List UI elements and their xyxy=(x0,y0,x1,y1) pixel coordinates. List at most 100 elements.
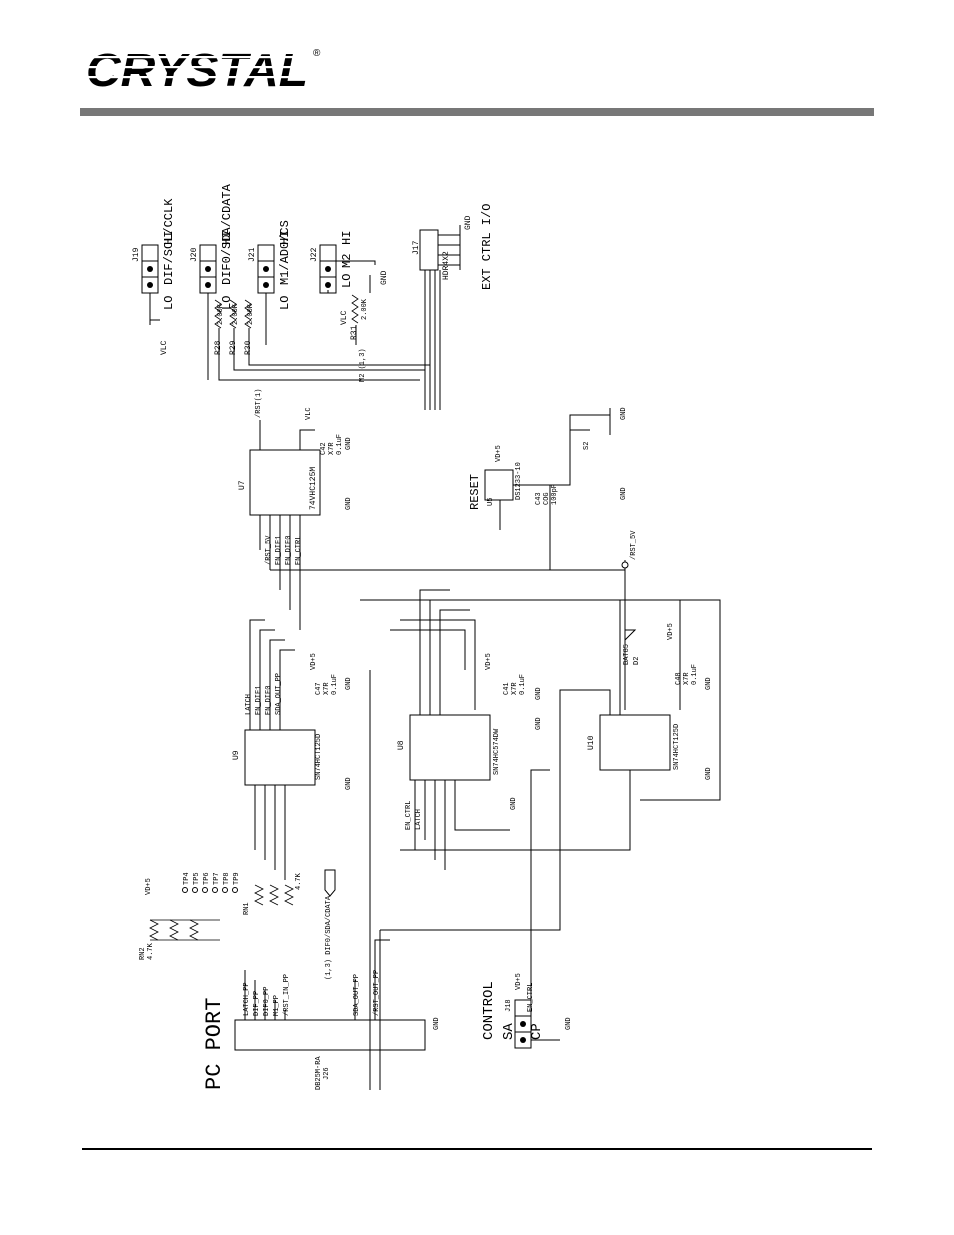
svg-text:LO: LO xyxy=(340,274,354,288)
svg-text:/RST_5V: /RST_5V xyxy=(630,530,638,560)
svg-text:DIF_PP: DIF_PP xyxy=(253,991,261,1016)
svg-text:J20: J20 xyxy=(190,247,199,262)
resistor-networks: RN1 4.7K RN2 4.7K VD+5 TP4 TP5 TP6 TP7 T… xyxy=(139,869,336,980)
header-rule xyxy=(80,108,874,116)
svg-text:PC PORT: PC PORT xyxy=(202,998,227,1090)
connector-j18: CONTROL SA CP J18 VD+5 EN_CTRL GND xyxy=(481,769,573,1049)
chip-u10: U10 SN74HCT125D VD+5 C48 X7R 0.1uF GND G… xyxy=(380,599,721,931)
svg-text:GND: GND xyxy=(345,497,353,510)
svg-text:74VHC125M: 74VHC125M xyxy=(309,467,318,510)
connector-j17: J17 HDR4X2 EXT CTRL I/O GND xyxy=(412,204,494,410)
svg-text:DIF0/SDA/CDATA: DIF0/SDA/CDATA xyxy=(220,183,234,285)
svg-text:/RST_5V: /RST_5V xyxy=(265,535,273,565)
svg-text:LO: LO xyxy=(278,296,292,310)
svg-text:DIF0_PP: DIF0_PP xyxy=(263,987,271,1016)
svg-text:GND: GND xyxy=(345,777,353,790)
chip-u9: U9 SN74HCT125D LATCH EN_DIF1 EN_DIF0 SDA… xyxy=(232,619,353,880)
svg-text:(1,3) DIF0/SDA/CDATA: (1,3) DIF0/SDA/CDATA xyxy=(325,895,333,980)
svg-text:GND: GND xyxy=(565,1017,573,1030)
svg-text:VD+5: VD+5 xyxy=(310,653,318,670)
test-points: TP4 TP5 TP6 TP7 TP8 TP9 xyxy=(182,872,241,893)
svg-text:GND: GND xyxy=(510,797,518,810)
svg-text:HI: HI xyxy=(278,231,292,245)
svg-text:TP5: TP5 xyxy=(193,872,201,885)
svg-text:VD+5: VD+5 xyxy=(515,973,523,990)
svg-text:/RST_OUT_PP: /RST_OUT_PP xyxy=(373,970,381,1016)
svg-text:CP: CP xyxy=(529,1023,545,1040)
svg-text:RESET: RESET xyxy=(468,474,482,510)
svg-text:0.1uF: 0.1uF xyxy=(691,664,699,685)
svg-text:GND: GND xyxy=(620,407,628,420)
svg-text:X7R: X7R xyxy=(511,682,519,695)
svg-text:DIF/SCL/CCLK: DIF/SCL/CCLK xyxy=(162,198,176,285)
svg-text:C48: C48 xyxy=(675,672,683,685)
svg-text:0.1uF: 0.1uF xyxy=(331,674,339,695)
svg-text:TP8: TP8 xyxy=(223,872,231,885)
svg-text:VD+5: VD+5 xyxy=(667,623,675,640)
svg-text:J26: J26 xyxy=(323,1067,331,1080)
svg-text:U7: U7 xyxy=(238,480,247,490)
chip-u8: U8 SN74HC574DW VD+5 C41 X7R 0.1uF GND GN… xyxy=(397,589,543,870)
svg-text:GND: GND xyxy=(535,687,543,700)
svg-text:TP9: TP9 xyxy=(233,872,241,885)
svg-text:LATCH_PP: LATCH_PP xyxy=(243,982,251,1016)
svg-text:EN_DIF1: EN_DIF1 xyxy=(275,536,283,565)
svg-text:GND: GND xyxy=(705,677,713,690)
svg-text:GND: GND xyxy=(345,677,353,690)
rst-bus: /RST_5V D2 BAT85 xyxy=(270,530,641,710)
svg-text:SN74HC574DW: SN74HC574DW xyxy=(493,728,501,775)
connector-j26: PC PORT DB25M-RA J26 LATCH_PP DIF_PP DIF… xyxy=(202,939,441,1090)
svg-text:J22: J22 xyxy=(310,247,319,262)
svg-text:GND: GND xyxy=(620,487,628,500)
svg-text:S2: S2 xyxy=(583,442,591,450)
svg-text:X7R: X7R xyxy=(683,672,691,685)
svg-text:2.00K: 2.00K xyxy=(232,303,240,325)
svg-text:SA: SA xyxy=(501,1023,517,1040)
registered-mark: ® xyxy=(313,48,321,59)
svg-text:RN1: RN1 xyxy=(243,902,251,915)
schematic-diagram: J19 HI DIF/SCL/CCLK LO J20 HI DIF0/SDA/C… xyxy=(132,183,721,1090)
svg-text:0.1uF: 0.1uF xyxy=(519,674,527,695)
svg-text:LO: LO xyxy=(162,296,176,310)
svg-text:U10: U10 xyxy=(587,735,596,750)
svg-text:J18: J18 xyxy=(505,999,513,1012)
svg-text:SN74HCT125D: SN74HCT125D xyxy=(673,724,681,770)
svg-text:HI: HI xyxy=(220,231,234,245)
svg-text:CONTROL: CONTROL xyxy=(481,981,497,1040)
svg-text:U9: U9 xyxy=(232,750,241,760)
svg-text:4.7K: 4.7K xyxy=(147,942,155,960)
svg-text:SDA_OUT_PP: SDA_OUT_PP xyxy=(353,974,361,1016)
svg-text:X7R: X7R xyxy=(323,682,331,695)
svg-text:C42: C42 xyxy=(320,442,328,455)
logo-text: CRYSTAL xyxy=(86,44,308,94)
svg-text:DS1233-10: DS1233-10 xyxy=(515,462,523,500)
svg-text:BAT85: BAT85 xyxy=(623,644,631,665)
svg-text:HI: HI xyxy=(162,231,176,245)
svg-text:TP7: TP7 xyxy=(213,872,221,885)
jumper-j22: J22 HI M2 LO xyxy=(310,231,354,294)
svg-text:J21: J21 xyxy=(248,247,257,262)
svg-text:X7R: X7R xyxy=(328,442,336,455)
svg-text:GND: GND xyxy=(380,270,389,285)
svg-text:GND: GND xyxy=(464,215,473,230)
svg-text:C47: C47 xyxy=(315,682,323,695)
resistors: R28 R29 R30 R31 2.00K 2.00K 2.00K 2.00K … xyxy=(214,294,430,382)
svg-text:C43: C43 xyxy=(535,492,543,505)
svg-text:VD+5: VD+5 xyxy=(495,445,503,462)
svg-text:VLC: VLC xyxy=(160,340,169,355)
svg-text:LO: LO xyxy=(220,296,234,310)
svg-text:C41: C41 xyxy=(503,682,511,695)
svg-text:EN_CTRL: EN_CTRL xyxy=(295,536,303,565)
svg-text:D2: D2 xyxy=(633,657,641,665)
jumper-j20: J20 HI DIF0/SDA/CDATA LO xyxy=(190,183,234,310)
svg-text:M1_PP: M1_PP xyxy=(273,995,281,1016)
svg-text:J19: J19 xyxy=(132,247,141,262)
svg-text:VD+5: VD+5 xyxy=(485,653,493,670)
svg-text:LATCH: LATCH xyxy=(415,809,423,830)
svg-text:EN_CTRL: EN_CTRL xyxy=(405,801,413,830)
svg-text:EN_DIF0: EN_DIF0 xyxy=(265,686,273,715)
svg-text:U5: U5 xyxy=(487,498,495,506)
svg-text:GND: GND xyxy=(535,717,543,730)
svg-text:GND: GND xyxy=(705,767,713,780)
